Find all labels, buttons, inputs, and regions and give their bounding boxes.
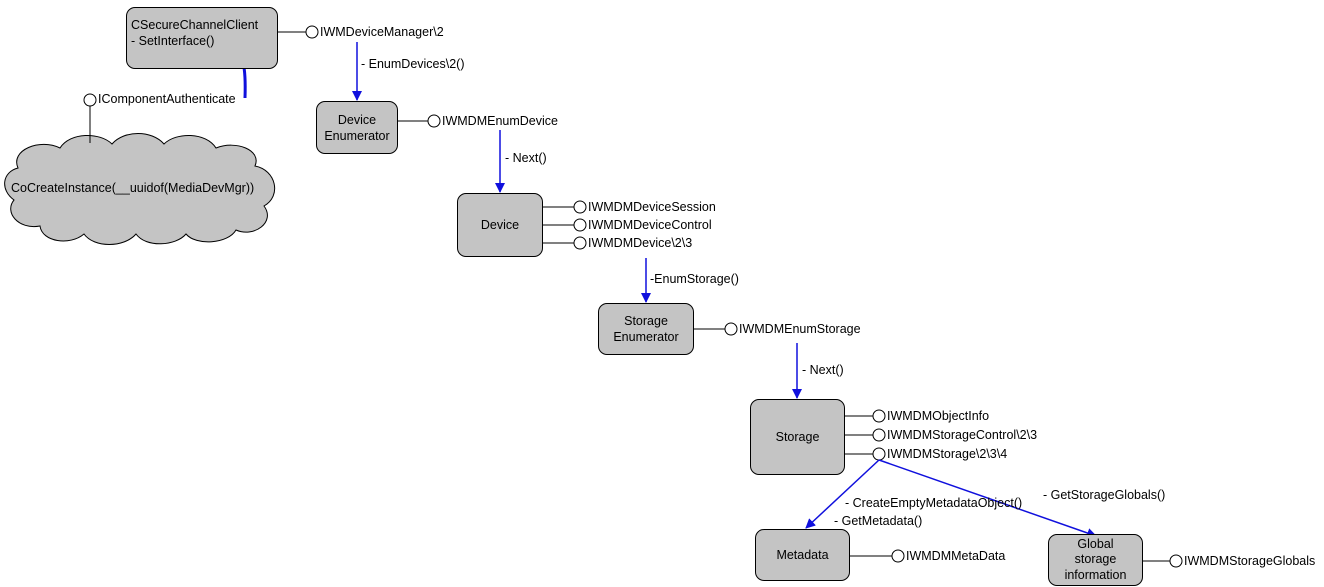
global-storage-info-label: Global storage information [1064, 536, 1127, 582]
iwmdmstoragecontrol-label: IWMDMStorageControl\2\3 [887, 428, 1038, 442]
iwmdmdevicesession-label: IWMDMDeviceSession [588, 200, 716, 214]
metadata-label: Metadata [776, 548, 829, 562]
storage-enumerator-label: Storage Enumerator [613, 314, 679, 344]
create-metadata-arrow [805, 459, 880, 529]
iwmdmstorageglobals-label: IWMDMStorageGlobals [1184, 554, 1316, 568]
iwmdmenumstorage-label: IWMDMEnumStorage [739, 322, 861, 336]
interface-lollipop-icon [724, 322, 738, 336]
global-storage-info-box: Global storage information [1048, 534, 1143, 586]
next-storage-call-label: - Next() [802, 363, 844, 377]
interface-lollipop-icon [83, 93, 97, 107]
storage-label: Storage [775, 430, 820, 444]
iwmdmstorage-label: IWMDMStorage\2\3\4 [887, 447, 1008, 461]
device-enumerator-label: Device Enumerator [324, 112, 390, 143]
device-enumerator-box: Device Enumerator [316, 101, 398, 154]
metadata-box: Metadata [755, 529, 850, 581]
interface-lollipop-icon [1169, 554, 1183, 568]
iwmdmenumdevice-label: IWMDMEnumDevice [442, 114, 558, 128]
get-storage-globals-arrow [878, 459, 1097, 538]
interface-lollipop-icon [891, 549, 905, 563]
iwmdmdevice-label: IWMDMDevice\2\3 [588, 236, 693, 250]
secure-channel-client-label: CSecureChannelClient - SetInterface() [131, 18, 259, 48]
storage-enumerator-box: Storage Enumerator [598, 303, 694, 355]
cocreate-cloud-label: CoCreateInstance(__uuidof(MediaDevMgr)) [11, 181, 255, 195]
interface-lollipop-icon [573, 218, 587, 232]
iwmdevicemanager-label: IWMDeviceManager\2 [320, 25, 444, 39]
interface-lollipop-icon [872, 428, 886, 442]
get-storage-globals-call-label: - GetStorageGlobals() [1043, 488, 1166, 502]
interface-lollipop-icon [305, 25, 319, 39]
create-empty-metadata-call-label: - CreateEmptyMetadataObject() [845, 496, 1023, 510]
icomponentauthenticate-label: IComponentAuthenticate [98, 92, 236, 106]
interface-lollipop-icon [427, 114, 441, 128]
cocreate-cloud-shape [4, 133, 276, 245]
iwmdmobjectinfo-label: IWMDMObjectInfo [887, 409, 990, 423]
enum-storage-call-label: -EnumStorage() [650, 272, 739, 286]
interface-lollipop-icon [872, 409, 886, 423]
interface-lollipop-icon [573, 236, 587, 250]
next-device-call-label: - Next() [505, 151, 547, 165]
iwmdmmetadata-label: IWMDMMetaData [906, 549, 1006, 563]
device-label: Device [480, 218, 520, 232]
device-box: Device [457, 193, 543, 257]
secure-channel-client-box: CSecureChannelClient - SetInterface() [126, 7, 278, 69]
storage-box: Storage [750, 399, 845, 475]
interface-lollipop-icon [872, 447, 886, 461]
iwmdmdevicecontrol-label: IWMDMDeviceControl [588, 218, 712, 232]
interface-lollipop-icon [573, 200, 587, 214]
get-metadata-call-label: - GetMetadata() [834, 514, 923, 528]
enum-devices-call-label: - EnumDevices\2() [361, 57, 465, 71]
